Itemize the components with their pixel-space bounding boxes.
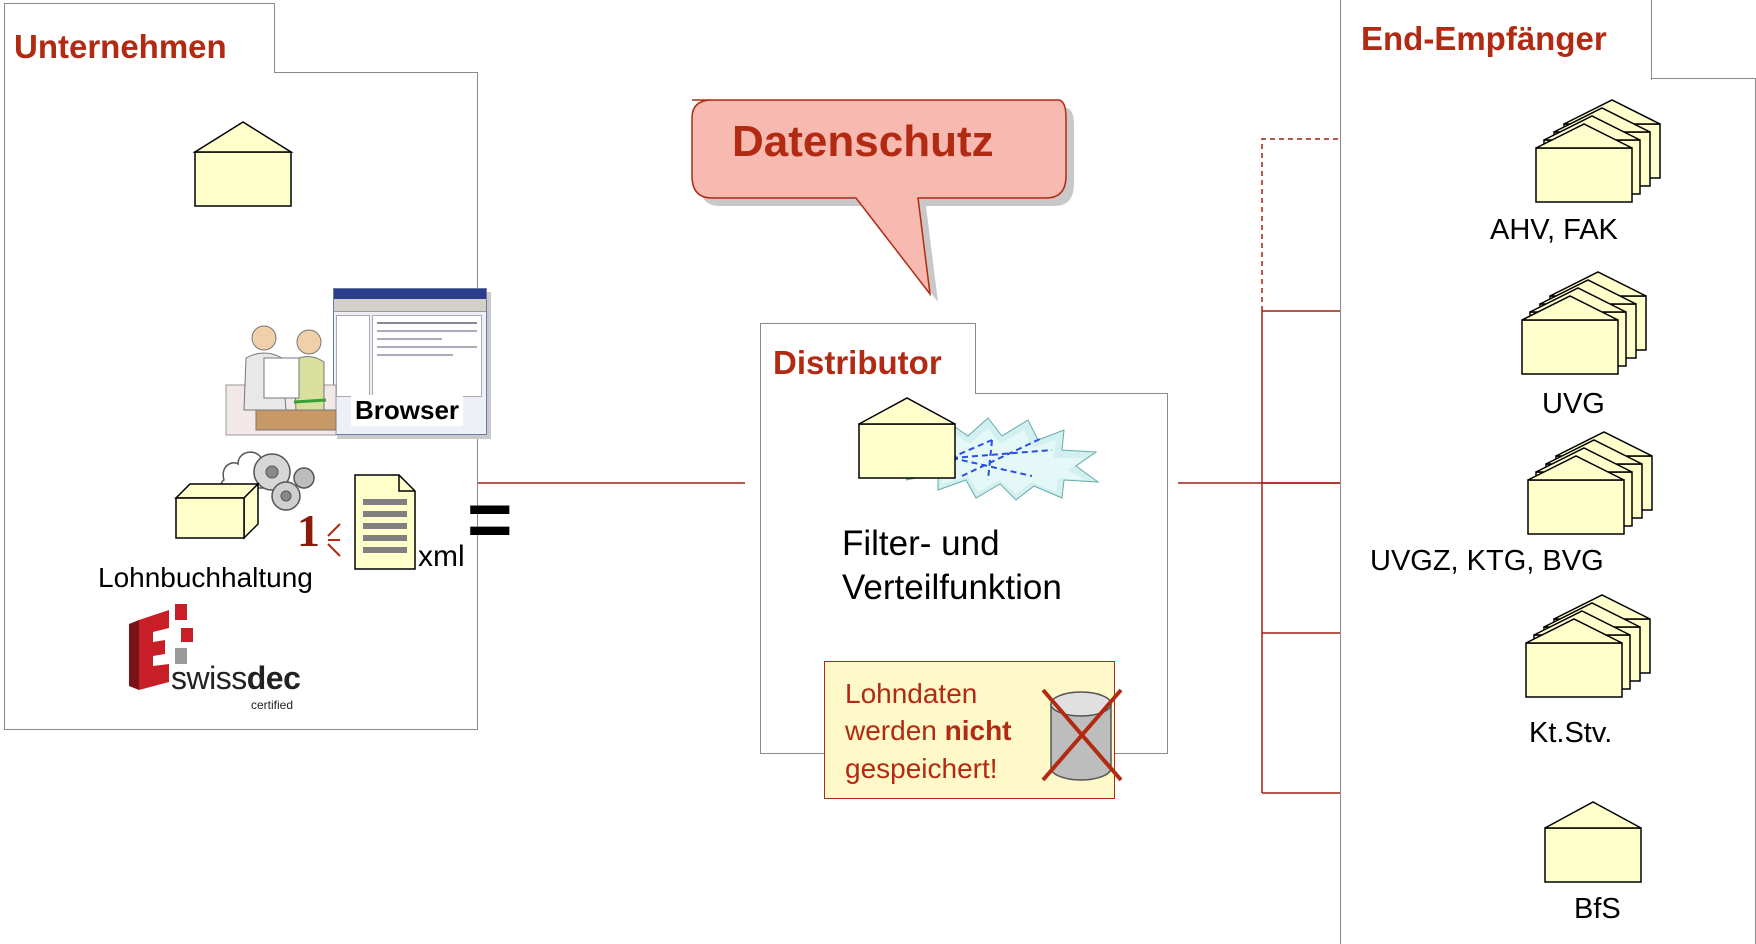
gears-icon: [220, 451, 315, 511]
company-title: Unternehmen: [4, 3, 275, 73]
payroll-box-icon: [174, 482, 260, 540]
envelope-stack-ahv-icon: [1535, 99, 1661, 203]
recipient-label-uvgz: UVGZ, KTG, BVG: [1370, 545, 1604, 577]
function-label-line1: Filter- und: [842, 524, 1000, 563]
note-line2-plain: werden: [845, 715, 945, 746]
distributor-title: Distributor: [760, 323, 976, 394]
swissdec-logo: swissdec certified: [121, 600, 321, 718]
envelope-icon: [192, 121, 294, 207]
datenschutz-callout: [691, 99, 1074, 302]
envelope-bfs-icon: [1544, 801, 1642, 883]
swissdec-subtitle: certified: [251, 698, 294, 712]
swissdec-name-plain: swiss: [171, 660, 247, 696]
browser-label: Browser: [351, 395, 464, 426]
database-icon: [1041, 688, 1123, 782]
people-browser-illustration: [225, 325, 337, 436]
envelope-stack-ktstv-icon: [1525, 594, 1651, 698]
swissdec-mark-icon: [129, 604, 193, 690]
xml-label: xml: [418, 540, 465, 573]
note-line1: Lohndaten: [845, 678, 978, 709]
envelope-stack-uvgz-icon: [1527, 431, 1653, 535]
recipient-label-ahv: AHV, FAK: [1490, 214, 1618, 246]
recipient-label-uvg: UVG: [1542, 388, 1605, 420]
distributor-envelope-icon: [858, 397, 956, 479]
step-number: 1: [297, 505, 320, 556]
browser-toolbar: [334, 299, 486, 312]
recipient-label-ktstv: Kt.Stv.: [1529, 717, 1613, 749]
envelope-stack-uvg-icon: [1521, 271, 1647, 375]
browser-sidebar: [336, 315, 370, 397]
signal-marks-icon: [327, 523, 341, 557]
document-icon: [354, 474, 416, 570]
equals-sign: =: [467, 475, 513, 563]
note-line2: werden nicht: [845, 715, 1012, 747]
browser-titlebar: [334, 289, 486, 299]
line-dashed-ahv: [1261, 138, 1340, 311]
note-line2-bold: nicht: [944, 715, 1012, 746]
function-label-line2: Verteilfunktion: [842, 568, 1062, 607]
note-line3: gespeichert!: [845, 753, 998, 784]
recipient-label-bfs: BfS: [1574, 893, 1621, 925]
payroll-label: Lohnbuchhaltung: [98, 562, 313, 593]
swissdec-name-bold: dec: [246, 660, 301, 696]
recipients-title: End-Empfänger: [1340, 0, 1652, 80]
swissdec-name: swissdec: [171, 660, 301, 697]
datenschutz-text: Datenschutz: [732, 117, 994, 166]
browser-content: [372, 315, 482, 397]
